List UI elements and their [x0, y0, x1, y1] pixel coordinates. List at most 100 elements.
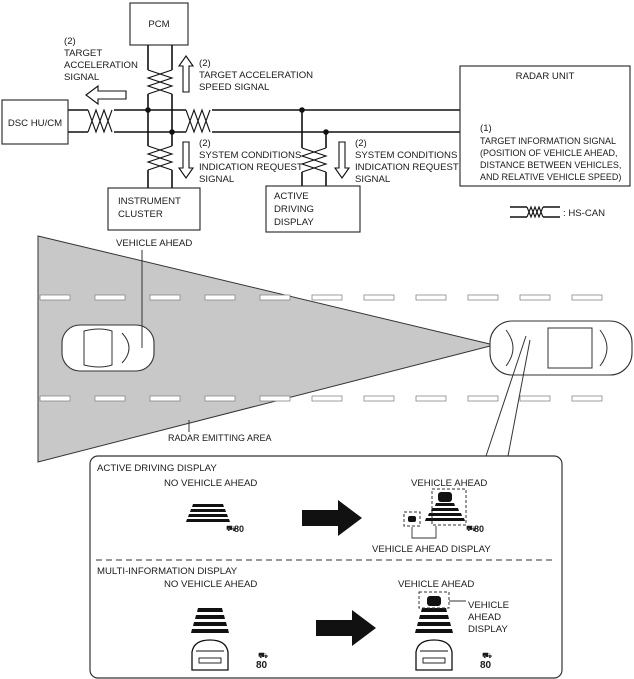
own-vehicle-car [489, 320, 633, 376]
signal-text: INDICATION REQUEST [199, 162, 303, 173]
arrow-down-syscond-1 [177, 141, 195, 179]
speed-value: 80 [480, 660, 492, 671]
target-accel-speed-signal-label: (2) TARGET ACCELERATION SPEED SIGNAL [199, 58, 313, 93]
signal-text: SPEED SIGNAL [199, 82, 270, 93]
instrument-label-2: CLUSTER [118, 209, 163, 220]
adp-vehicle-ahead-frame [431, 488, 467, 526]
car-speed-icon: ⛟ [466, 524, 476, 533]
adp-transition-arrow [302, 500, 362, 536]
dsc-label: DSC HU/CM [8, 118, 62, 129]
active-driving-display-box: ACTIVE DRIVING DISPLAY [265, 185, 361, 233]
mid-speed-right: ⛟ 80 [480, 651, 492, 671]
adisp-label-3: DISPLAY [274, 217, 314, 228]
signal-number: (2) [199, 58, 211, 69]
signal-text: TARGET [64, 48, 102, 59]
signal-text: TARGET INFORMATION SIGNAL [480, 136, 616, 146]
signal-number: (2) [64, 36, 76, 47]
mid-transition-arrow [316, 610, 376, 646]
twist-marker-pcm [142, 69, 178, 95]
mid-display-label-2: AHEAD [468, 612, 501, 623]
junction-dot [145, 107, 151, 113]
adp-speed-right: ⛟ 80 [466, 524, 484, 534]
adisp-label-2: DRIVING [274, 204, 314, 215]
adp-vehicle-label: VEHICLE AHEAD [411, 478, 487, 489]
target-info-signal-label: (1) TARGET INFORMATION SIGNAL (POSITION … [480, 123, 621, 182]
car-speed-icon: ⛟ [482, 651, 492, 660]
adp-small-car-icon [408, 516, 416, 522]
twist-marker-adisplay [296, 147, 332, 173]
mid-display-label-1: VEHICLE [468, 600, 509, 611]
mid-display-label-3: DISPLAY [468, 624, 508, 635]
adp-small-indicator-frame [403, 511, 421, 527]
signal-text: SYSTEM CONDITIONS [199, 150, 301, 161]
radar-box: RADAR UNIT [459, 65, 631, 187]
signal-text: ACCELERATION [64, 60, 138, 71]
signal-number: (1) [480, 123, 492, 134]
target-accel-signal-label: (2) TARGET ACCELERATION SIGNAL [64, 36, 138, 83]
mid-speed-left: ⛟ 80 [256, 651, 268, 671]
junction-dot [169, 129, 175, 135]
callout-line-right [507, 339, 531, 457]
mid-own-car-icon-left [191, 639, 229, 671]
adp-title: ACTIVE DRIVING DISPLAY [97, 463, 217, 474]
radar-emitting-area [37, 235, 495, 463]
adp-no-vehicle-label: NO VEHICLE AHEAD [164, 478, 257, 489]
radar-label: RADAR UNIT [516, 71, 575, 82]
signal-text: AND RELATIVE VEHICLE SPEED) [480, 172, 621, 182]
dsc-box: DSC HU/CM [1, 99, 69, 145]
speed-value: 80 [256, 660, 268, 671]
twist-marker-dsc [87, 104, 114, 138]
syscond-signal-label-1: (2) SYSTEM CONDITIONS INDICATION REQUEST… [199, 138, 303, 185]
car-speed-icon: ⛟ [226, 524, 236, 533]
speed-value: 80 [234, 524, 244, 534]
lane-markings [39, 294, 603, 402]
signal-text: SYSTEM CONDITIONS [355, 150, 457, 161]
signal-number: (2) [199, 138, 211, 149]
radar-area-label: RADAR EMITTING AREA [168, 433, 272, 443]
pcm-label: PCM [148, 19, 169, 30]
display-inset: ACTIVE DRIVING DISPLAY NO VEHICLE AHEAD … [89, 455, 563, 679]
mid-lane-icon-right [415, 596, 453, 633]
adp-car-icon [438, 492, 452, 502]
twist-marker-bus [185, 104, 212, 138]
adp-vehicle-ahead-display-label: VEHICLE AHEAD DISPLAY [372, 544, 491, 555]
adp-lane-icon-right [425, 492, 465, 521]
callout-line-left [485, 335, 527, 457]
adp-speed-left: ⛟ 80 [226, 524, 244, 534]
mid-title: MULTI-INFORMATION DISPLAY [97, 566, 238, 577]
mid-lane-icon-left [191, 608, 229, 633]
signal-text: INDICATION REQUEST [355, 162, 459, 173]
syscond-signal-label-2: (2) SYSTEM CONDITIONS INDICATION REQUEST… [355, 138, 459, 185]
vehicle-ahead-car [61, 324, 155, 372]
junction-dot [323, 129, 329, 135]
signal-text: (POSITION OF VEHICLE AHEAD, [480, 148, 618, 158]
instrument-cluster-box: INSTRUMENT CLUSTER [107, 187, 201, 231]
mid-car-ahead-icon [427, 596, 441, 606]
adp-lane-icon-left [186, 504, 230, 522]
arrow-up-accel-speed [177, 55, 195, 93]
junction-dot [299, 107, 305, 113]
signal-text: SIGNAL [64, 72, 100, 83]
car-speed-icon: ⛟ [258, 651, 268, 660]
arrow-left-target-accel [85, 84, 127, 106]
mid-vehicle-ahead-frame [418, 591, 450, 609]
signal-text: SIGNAL [199, 174, 235, 185]
instrument-label-1: INSTRUMENT [118, 196, 181, 207]
arrow-down-syscond-2 [333, 141, 351, 179]
mid-vehicle-label: VEHICLE AHEAD [398, 579, 474, 590]
mid-own-car-icon-right [415, 639, 453, 671]
signal-text: SIGNAL [355, 174, 391, 185]
twist-marker-instrument [142, 145, 178, 171]
pcm-box: PCM [129, 2, 189, 46]
mid-no-vehicle-label: NO VEHICLE AHEAD [164, 579, 257, 590]
adisp-label-1: ACTIVE [274, 191, 309, 202]
signal-text: TARGET ACCELERATION [199, 70, 313, 81]
hs-can-legend: : HS-CAN [510, 204, 605, 220]
vehicle-ahead-label: VEHICLE AHEAD [116, 238, 192, 249]
speed-value: 80 [474, 524, 484, 534]
signal-text: DISTANCE BETWEEN VEHICLES, [480, 160, 621, 170]
adp-callout-bracket [411, 526, 437, 539]
hs-can-label: : HS-CAN [563, 208, 605, 219]
signal-number: (2) [355, 138, 367, 149]
